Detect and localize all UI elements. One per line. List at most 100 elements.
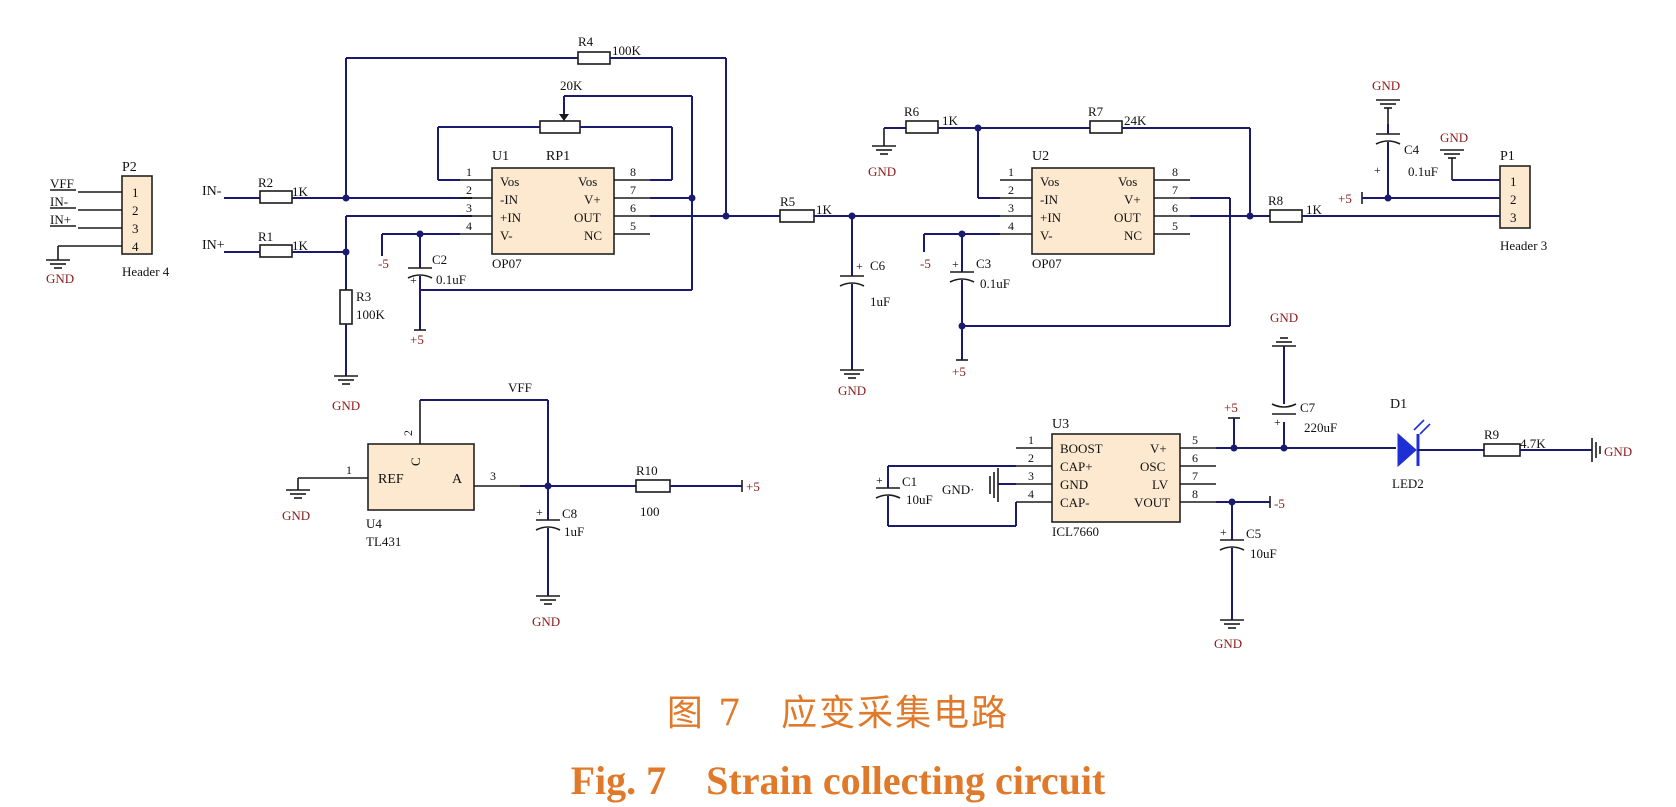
- svg-text:-IN: -IN: [1040, 192, 1059, 207]
- svg-text:V+: V+: [1150, 441, 1167, 456]
- svg-text:LED2: LED2: [1392, 476, 1424, 491]
- svg-text:220uF: 220uF: [1304, 420, 1337, 435]
- svg-text:R1: R1: [258, 229, 273, 244]
- svg-text:R5: R5: [780, 194, 795, 209]
- svg-text:GND: GND: [282, 508, 310, 523]
- svg-text:2: 2: [1510, 192, 1517, 207]
- svg-text:R4: R4: [578, 34, 594, 49]
- svg-text:1uF: 1uF: [564, 524, 584, 539]
- svg-text:+: +: [1374, 163, 1381, 177]
- svg-text:3: 3: [1008, 201, 1014, 215]
- svg-text:C8: C8: [562, 506, 577, 521]
- svg-text:GND: GND: [838, 383, 866, 398]
- svg-text:NC: NC: [1124, 228, 1142, 243]
- svg-text:GND: GND: [1270, 310, 1298, 325]
- svg-text:Header 4: Header 4: [122, 264, 170, 279]
- svg-text:C3: C3: [976, 256, 991, 271]
- svg-text:OUT: OUT: [1114, 210, 1141, 225]
- svg-text:6: 6: [630, 201, 636, 215]
- svg-text:1K: 1K: [942, 113, 959, 128]
- svg-text:0.1uF: 0.1uF: [1408, 164, 1438, 179]
- svg-text:4: 4: [466, 219, 472, 233]
- svg-text:GND: GND: [1060, 477, 1088, 492]
- svg-text:+5: +5: [746, 479, 760, 494]
- svg-text:GND: GND: [868, 164, 896, 179]
- svg-text:1K: 1K: [292, 184, 309, 199]
- svg-text:20K: 20K: [560, 78, 583, 93]
- svg-text:8: 8: [1172, 165, 1178, 179]
- svg-text:+IN: +IN: [500, 210, 522, 225]
- charge-pump-u3: U3 BOOST CAP+ GND CAP- V+ OSC LV VOUT 1 …: [875, 310, 1396, 651]
- svg-text:0.1uF: 0.1uF: [436, 272, 466, 287]
- svg-text:VFF: VFF: [508, 380, 532, 395]
- svg-text:CAP-: CAP-: [1060, 495, 1090, 510]
- svg-text:3: 3: [490, 469, 496, 483]
- svg-text:10uF: 10uF: [1250, 546, 1277, 561]
- svg-text:-5: -5: [1274, 496, 1285, 511]
- svg-text:REF: REF: [378, 472, 404, 487]
- svg-text:5: 5: [1192, 433, 1198, 447]
- svg-text:V+: V+: [1124, 192, 1141, 207]
- svg-text:U3: U3: [1052, 417, 1069, 432]
- svg-text:R6: R6: [904, 104, 920, 119]
- svg-text:V-: V-: [500, 228, 513, 243]
- svg-text:24K: 24K: [1124, 113, 1147, 128]
- trimpot-rp1: 20K: [420, 78, 696, 291]
- svg-text:7: 7: [1192, 469, 1198, 483]
- opamp-u1: U1 RP1 Vos -IN +IN V- Vos V+ OUT NC 1 2 …: [460, 149, 650, 271]
- svg-text:BOOST: BOOST: [1060, 441, 1103, 456]
- svg-text:3: 3: [466, 201, 472, 215]
- svg-text:3: 3: [132, 221, 139, 236]
- svg-text:7: 7: [1172, 183, 1178, 197]
- svg-text:U4: U4: [366, 516, 382, 531]
- svg-text:2: 2: [1008, 183, 1014, 197]
- opamp-u2: U2 Vos -IN +IN V- Vos V+ OUT NC 1 2 3 4 …: [1000, 149, 1190, 271]
- svg-text:U2: U2: [1032, 149, 1049, 164]
- svg-text:GND: GND: [1604, 444, 1632, 459]
- svg-text:+: +: [410, 273, 417, 287]
- svg-text:2: 2: [132, 203, 139, 218]
- svg-text:C4: C4: [1404, 142, 1420, 157]
- svg-text:1: 1: [132, 185, 139, 200]
- svg-text:4: 4: [132, 239, 139, 254]
- svg-text:1: 1: [1008, 165, 1014, 179]
- svg-text:1: 1: [1028, 433, 1034, 447]
- svg-text:D1: D1: [1390, 397, 1407, 412]
- svg-text:6: 6: [1192, 451, 1198, 465]
- svg-text:V-: V-: [1040, 228, 1053, 243]
- svg-text:GND: GND: [1214, 636, 1242, 651]
- svg-text:LV: LV: [1152, 477, 1169, 492]
- svg-text:2: 2: [401, 430, 415, 436]
- svg-text:+: +: [1274, 415, 1281, 429]
- svg-text:+IN: +IN: [1040, 210, 1062, 225]
- svg-text:GND: GND: [46, 271, 74, 286]
- svg-text:OP07: OP07: [1032, 256, 1062, 271]
- svg-text:5: 5: [1172, 219, 1178, 233]
- svg-text:4.7K: 4.7K: [1520, 436, 1546, 451]
- svg-text:IN-: IN-: [202, 184, 222, 199]
- svg-text:Vos: Vos: [1040, 174, 1059, 189]
- svg-text:3: 3: [1028, 469, 1034, 483]
- output-to-p1: R8 1K GND C4 0.1uF + +5 GND P1 1 2 3 Hea…: [1268, 78, 1547, 253]
- svg-text:RP1: RP1: [546, 149, 570, 164]
- svg-text:IN+: IN+: [50, 212, 71, 227]
- svg-text:IN+: IN+: [202, 238, 225, 253]
- svg-text:5: 5: [630, 219, 636, 233]
- svg-text:VOUT: VOUT: [1134, 495, 1170, 510]
- svg-text:6: 6: [1172, 201, 1178, 215]
- svg-text:1uF: 1uF: [870, 294, 890, 309]
- svg-text:0.1uF: 0.1uF: [980, 276, 1010, 291]
- figure-caption-chinese: 图 7 应变采集电路: [666, 693, 1010, 734]
- figure-caption-english: Fig. 7 Strain collecting circuit: [570, 758, 1106, 803]
- svg-text:GND: GND: [1372, 78, 1400, 93]
- svg-text:8: 8: [630, 165, 636, 179]
- svg-text:1K: 1K: [816, 202, 833, 217]
- svg-text:+: +: [876, 473, 883, 487]
- svg-text:CAP+: CAP+: [1060, 459, 1093, 474]
- svg-text:2: 2: [466, 183, 472, 197]
- svg-text:P2: P2: [122, 160, 137, 175]
- svg-text:+: +: [1220, 525, 1227, 539]
- svg-text:TL431: TL431: [366, 534, 401, 549]
- svg-text:GND: GND: [532, 614, 560, 629]
